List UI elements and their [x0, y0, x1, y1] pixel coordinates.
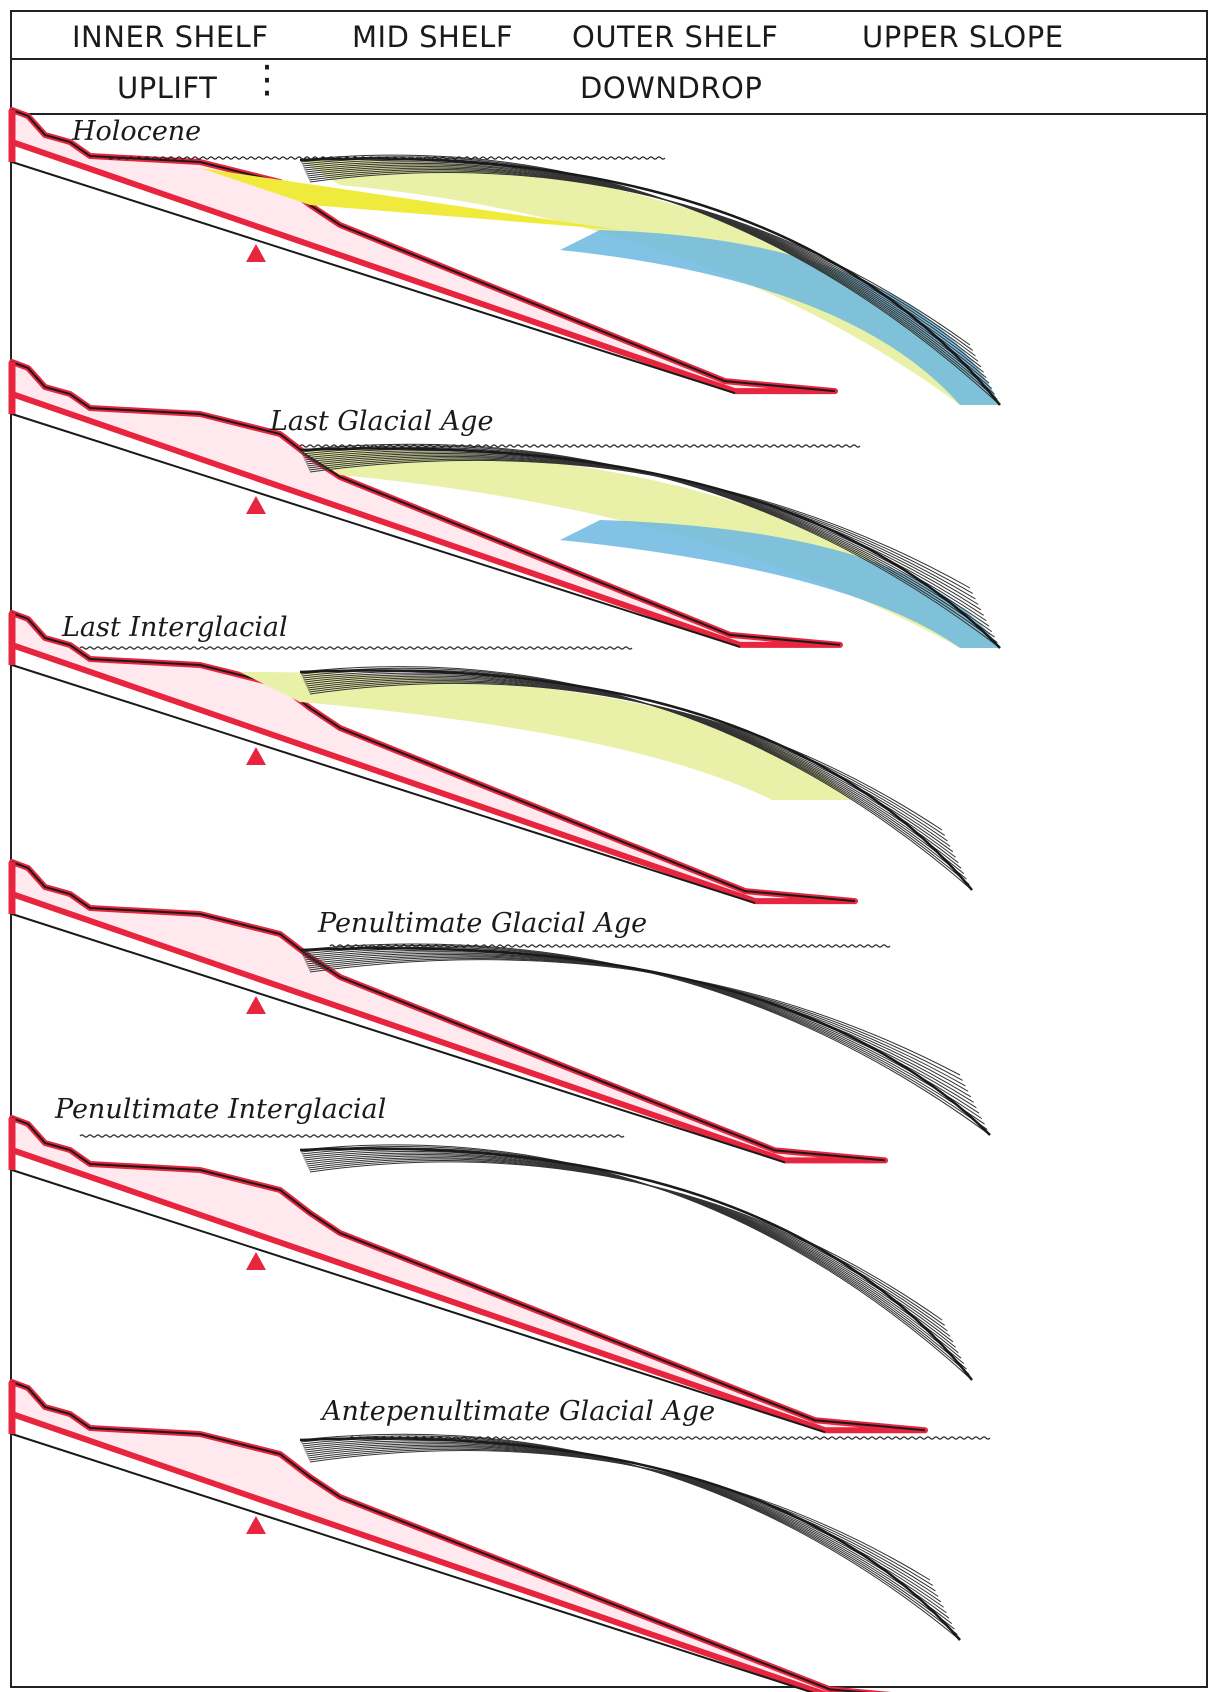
sea-level-line: [80, 647, 632, 649]
sea-level-line: [105, 157, 665, 159]
sediment-layer-line: [309, 1160, 945, 1325]
stage-1: Holocene: [12, 110, 1000, 405]
sea-level-line: [80, 1135, 624, 1137]
stage-3: Last Interglacial: [12, 612, 972, 903]
sea-level-line: [350, 1437, 990, 1439]
hinge-marker-icon: [246, 996, 266, 1014]
hinge-marker-icon: [246, 244, 266, 262]
stage-2: Last Glacial Age: [12, 362, 1000, 648]
hinge-marker-icon: [246, 496, 266, 514]
sea-level-line: [300, 445, 860, 447]
basement-block: [12, 1382, 940, 1692]
hinge-marker-icon: [246, 1252, 266, 1270]
hinge-marker-icon: [246, 747, 266, 765]
stage-label: Penultimate Glacial Age: [317, 908, 647, 939]
hinge-marker-icon: [246, 1516, 266, 1534]
stage-label: Penultimate Interglacial: [54, 1094, 386, 1125]
sediment-layer-line: [306, 1156, 953, 1342]
basement-base-line: [12, 1170, 825, 1432]
stage-label: Holocene: [71, 116, 201, 147]
sediment-layer-line: [305, 1153, 959, 1353]
slope-sediment-fill: [560, 230, 1000, 405]
stage-label: Last Interglacial: [61, 612, 288, 643]
sediment-layer-line: [303, 949, 982, 1119]
stage-label: Last Glacial Age: [269, 406, 493, 437]
stage-label: Antepenultimate Glacial Age: [319, 1396, 715, 1427]
sediment-layer-line: [307, 1158, 950, 1337]
sea-level-line: [330, 945, 890, 947]
basement-block: [12, 1118, 925, 1430]
sediment-layer-line: [305, 1155, 955, 1348]
sediment-layer-line: [309, 1449, 933, 1585]
stage-5: Penultimate Interglacial: [12, 1094, 972, 1432]
sediment-layer-line: [308, 1159, 947, 1331]
